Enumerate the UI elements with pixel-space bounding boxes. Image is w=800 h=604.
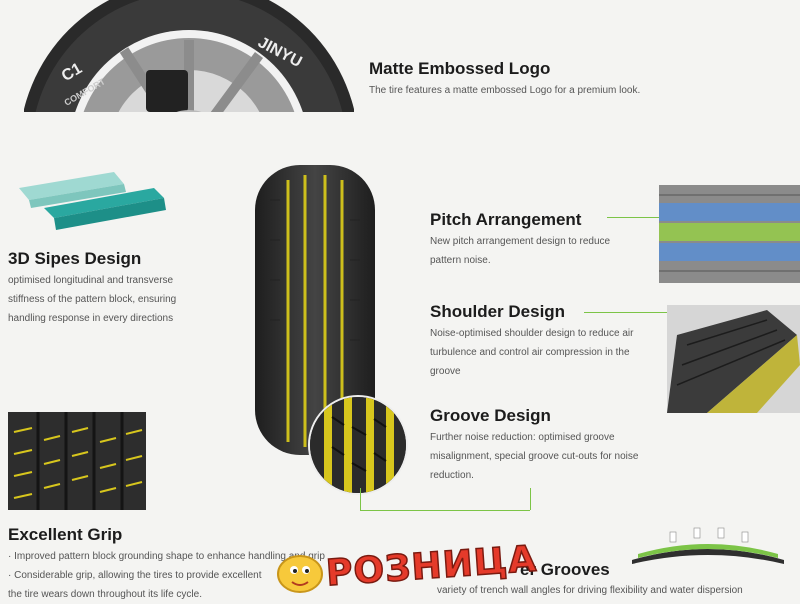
- groove-connector-left: [360, 488, 361, 510]
- groove-connector-right: [530, 488, 531, 510]
- sipes-3d-image: [14, 170, 166, 240]
- groove-design-title: Groove Design: [430, 406, 551, 425]
- trench-grooves-title: er Grooves: [520, 560, 610, 579]
- trench-grooves-desc: variety of trench wall angles for drivin…: [437, 585, 743, 596]
- shoulder-design-desc: Noise-optimised shoulder design to reduc…: [430, 328, 634, 377]
- pitch-arrangement-title: Pitch Arrangement: [430, 210, 582, 229]
- pitch-arrangement-desc: New pitch arrangement design to reduce p…: [430, 236, 611, 266]
- top-tire-image: JINYU C1 COMFORT: [24, 0, 354, 112]
- groove-connector-bottom: [360, 510, 530, 511]
- shoulder-design-title: Shoulder Design: [430, 302, 566, 321]
- pitch-arrangement-image: [659, 185, 800, 283]
- excellent-grip-title: Excellent Grip: [8, 525, 123, 544]
- groove-design-desc: Further noise reduction: optimised groov…: [430, 432, 639, 481]
- sipes-design-desc: optimised longitudinal and transverse st…: [8, 275, 177, 324]
- shoulder-connector-line: [584, 312, 667, 313]
- shoulder-design-image: [667, 305, 800, 413]
- sipes-design-title: 3D Sipes Design: [8, 249, 142, 268]
- excellent-grip-desc: · Improved pattern block grounding shape…: [8, 547, 368, 604]
- matte-logo-title: Matte Embossed Logo: [369, 59, 551, 78]
- grip-desc-line: · Improved pattern block grounding shape…: [8, 551, 325, 562]
- grip-desc-line: · Considerable grip, allowing the tires …: [8, 570, 262, 581]
- groove-zoom-image: [308, 395, 408, 495]
- pitch-connector-line: [607, 217, 659, 218]
- grip-desc-line: the tire wears down throughout its life …: [8, 589, 202, 600]
- matte-logo-desc: The tire features a matte embossed Logo …: [369, 85, 641, 96]
- roznitsa-watermark-logo: РОЗНИЦА: [272, 538, 539, 602]
- grip-tread-image: [8, 412, 146, 510]
- trench-cross-section-image: [628, 524, 788, 570]
